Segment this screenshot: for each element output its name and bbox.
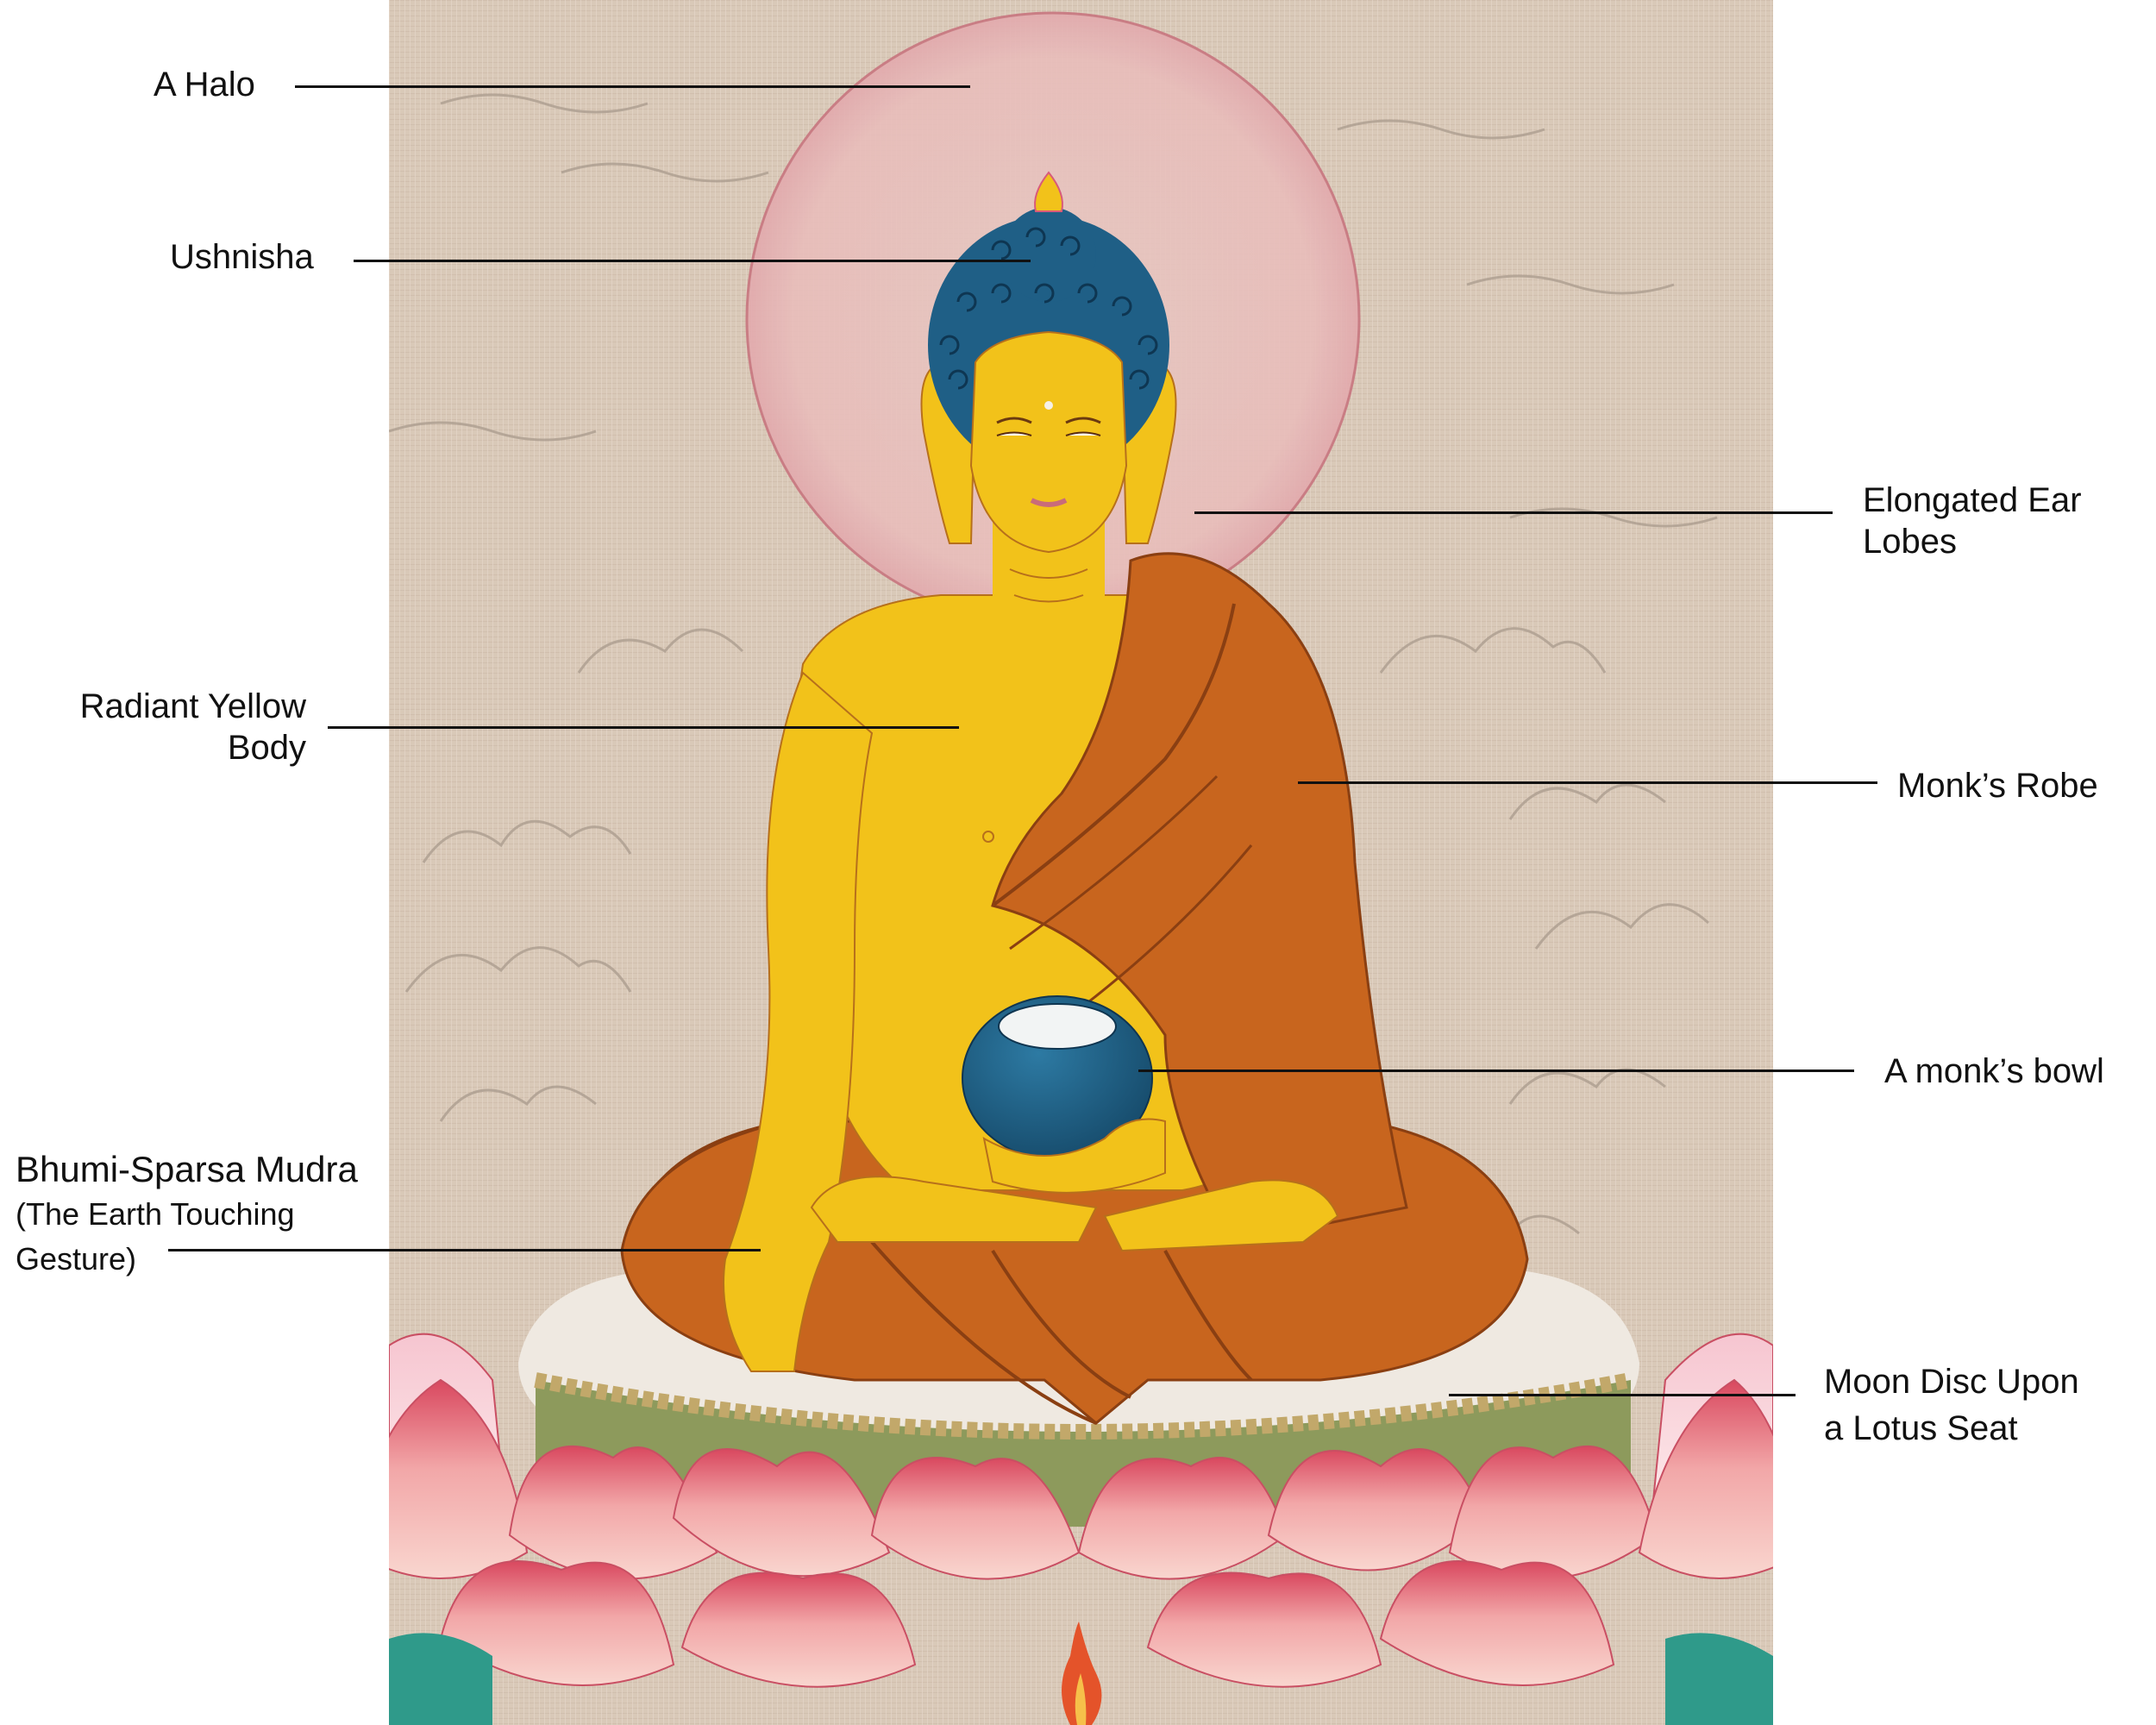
label-yellow-body-line2: Body [227, 729, 306, 767]
label-ear-lobes-line2: Lobes [1863, 523, 1957, 561]
label-moon-disc-line1: Moon Disc Upon [1824, 1363, 2079, 1401]
label-moon-disc: Moon Disc Upon a Lotus Seat [1824, 1361, 2079, 1449]
leader-line-mudra [168, 1249, 761, 1251]
label-yellow-body-line1: Radiant Yellow [79, 687, 306, 725]
label-monks-bowl: A monk’s bowl [1884, 1052, 2104, 1090]
label-monks-robe: Monk’s Robe [1897, 767, 2098, 805]
label-yellow-body: Radiant Yellow Body [34, 686, 306, 768]
leader-line-yellow-body [328, 726, 959, 729]
leader-line-halo [295, 85, 970, 88]
label-mudra: Bhumi-Sparsa Mudra (The Earth Touching G… [16, 1147, 358, 1282]
label-ear-lobes: Elongated Ear Lobes [1863, 480, 2082, 562]
label-mudra-line3: Gesture) [16, 1241, 137, 1276]
label-mudra-line2: (The Earth Touching [16, 1196, 295, 1232]
leader-line-monks-bowl [1138, 1070, 1854, 1072]
label-mudra-line1: Bhumi-Sparsa Mudra [16, 1149, 358, 1189]
label-halo: A Halo [154, 66, 255, 104]
leader-line-moon-disc [1449, 1394, 1796, 1396]
buddha-thangka-painting [389, 0, 1773, 1725]
leader-line-ushnisha [354, 260, 1031, 262]
label-ushnisha: Ushnisha [170, 238, 314, 276]
leader-line-ear-lobes [1194, 511, 1833, 514]
label-ear-lobes-line1: Elongated Ear [1863, 481, 2082, 519]
label-moon-disc-line2: a Lotus Seat [1824, 1409, 2018, 1447]
leader-line-monks-robe [1298, 781, 1877, 784]
